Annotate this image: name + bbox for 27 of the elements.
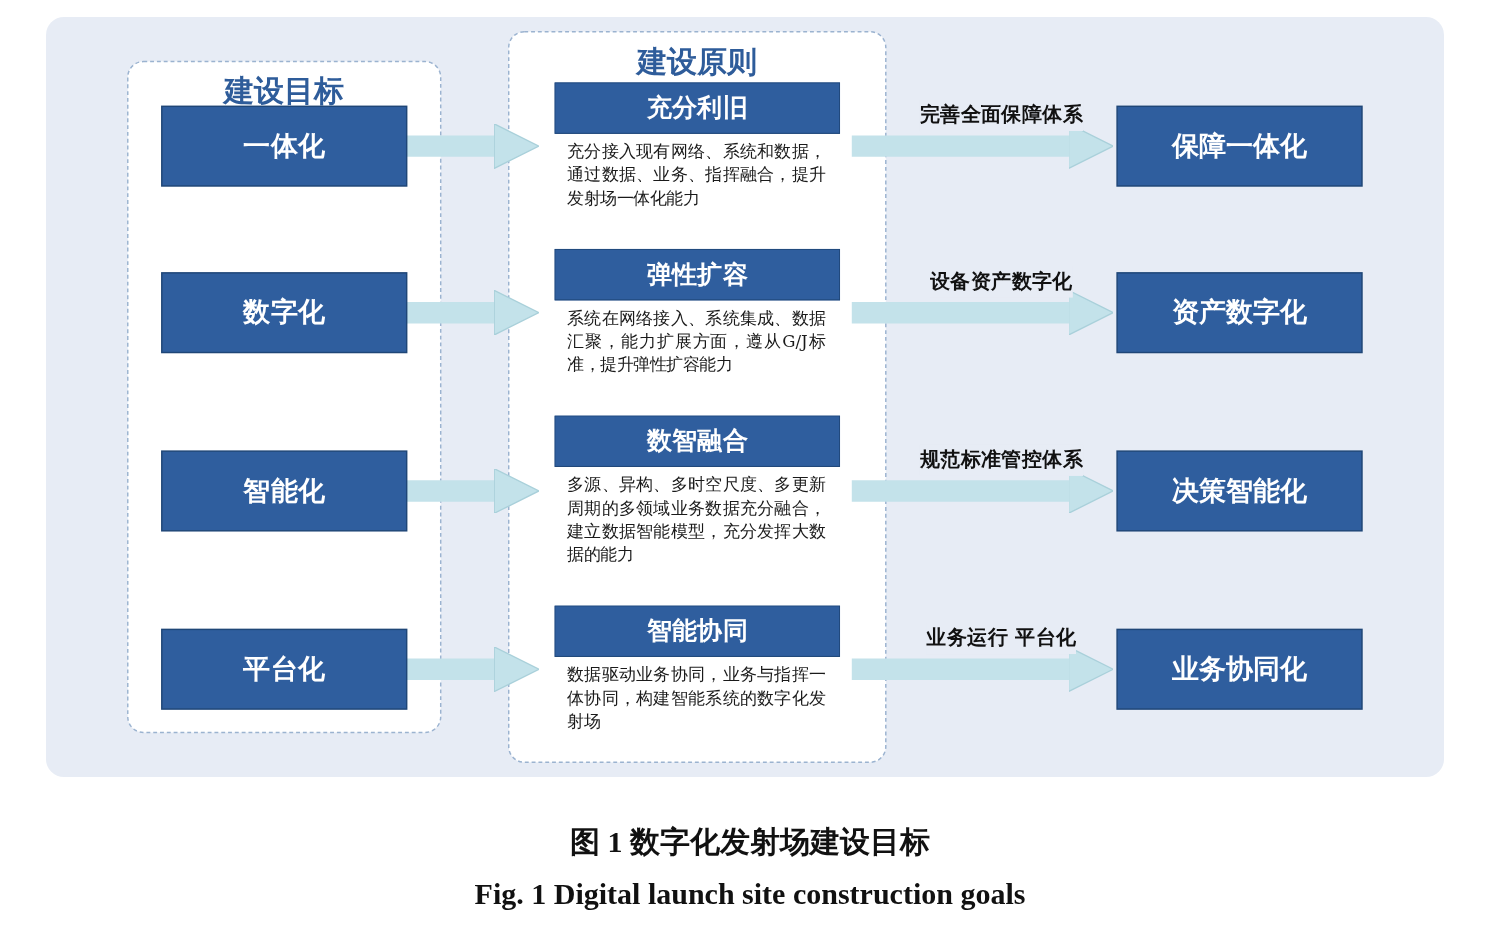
edge-label: 完善全面保障体系 (919, 102, 1084, 127)
arrow (406, 646, 540, 693)
node-box: 弹性扩容 (554, 248, 841, 301)
node-box: 充分利旧 (554, 82, 841, 134)
edge-label: 设备资产数字化 (930, 269, 1073, 293)
node-box: 一体化 (161, 105, 408, 187)
node-box: 资产数字化 (1116, 272, 1363, 354)
edge-label: 业务运行 平台化 (926, 625, 1077, 650)
node-box: 智能化 (161, 450, 408, 532)
arrow (851, 289, 1114, 336)
arrow (406, 289, 540, 336)
node-box: 保障一体化 (1116, 105, 1363, 187)
node-box: 数智融合 (554, 415, 841, 467)
node-box: 决策智能化 (1116, 450, 1363, 532)
arrow (406, 123, 540, 170)
node-box: 业务协同化 (1116, 628, 1363, 710)
figure-caption: Fig. 1 Digital launch site construction goals (474, 876, 1026, 912)
figure-caption: 图 1 数字化发射场建设目标 (570, 824, 930, 860)
node-label: 系统在网络接入、系统集成、数据汇聚，能力扩展方面，遵从G/J标准，提升弹性扩容能力 (567, 308, 826, 375)
node-box: 智能协同 (554, 605, 841, 657)
arrow (406, 467, 540, 514)
node-label: 充分接入现有网络、系统和数据，通过数据、业务、指挥融合，提升发射场一体化能力 (567, 141, 826, 208)
node-box: 平台化 (161, 628, 408, 710)
node-label: 数据驱动业务协同，业务与指挥一体协同，构建智能系统的数字化发射场 (567, 664, 826, 731)
node-box: 数字化 (161, 272, 408, 354)
edge-label: 规范标准管控体系 (919, 447, 1084, 472)
node-label: 多源、异构、多时空尺度、多更新周期的多领域业务数据充分融合，建立数据智能模型，充分发挥大数据的能力 (567, 474, 826, 565)
